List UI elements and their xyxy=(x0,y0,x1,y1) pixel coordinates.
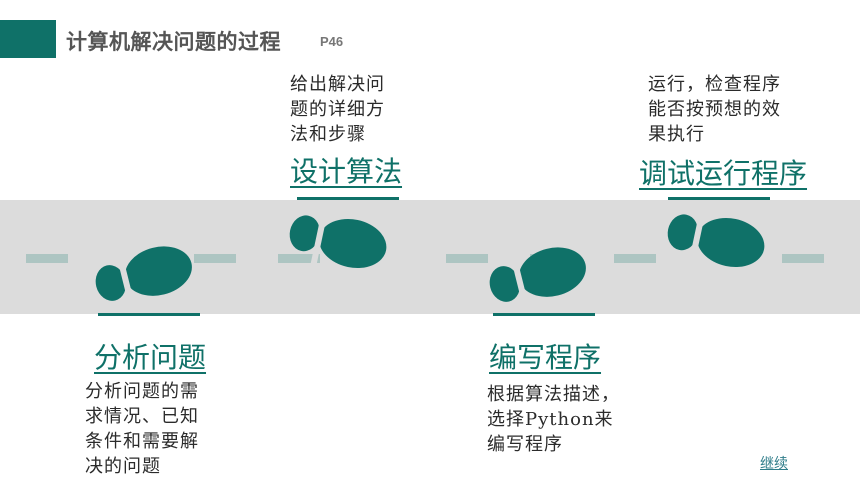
step-4-description: 运行，检查程序 能否按预想的效 果执行 xyxy=(648,74,781,145)
road-dash xyxy=(194,254,236,263)
step-3-description: 根据算法描述， 选择Python来 编写程序 xyxy=(487,384,620,455)
step-1-divider xyxy=(98,313,200,316)
road-dash xyxy=(446,254,488,263)
road-dash xyxy=(278,254,320,263)
step-3-title: 编写程序 xyxy=(489,341,602,374)
step-1-description: 分析问题的需 求情况、已知 条件和需要解 决的问题 xyxy=(85,381,199,477)
footprint-icon xyxy=(667,206,765,268)
step-2-divider xyxy=(297,197,399,200)
road-dash xyxy=(782,254,824,263)
step-1-title: 分析问题 xyxy=(94,341,207,374)
step-4-divider xyxy=(668,197,770,200)
step-2-description: 给出解决问 题的详细方 法和步骤 xyxy=(290,74,385,145)
step-3-divider xyxy=(493,313,595,316)
step-2-title: 设计算法 xyxy=(290,155,403,188)
footprint-icon xyxy=(489,247,586,313)
footprint-icon xyxy=(95,246,192,312)
page-title: 计算机解决问题的过程 xyxy=(66,30,281,54)
road-dash xyxy=(614,254,656,263)
step-4-title: 调试运行程序 xyxy=(639,157,808,190)
road-dash xyxy=(26,254,68,263)
continue-link[interactable]: 继续 xyxy=(760,456,788,472)
footprint-icon xyxy=(289,207,387,269)
header-accent-bar xyxy=(0,20,56,58)
page-reference: P46 xyxy=(320,34,344,49)
